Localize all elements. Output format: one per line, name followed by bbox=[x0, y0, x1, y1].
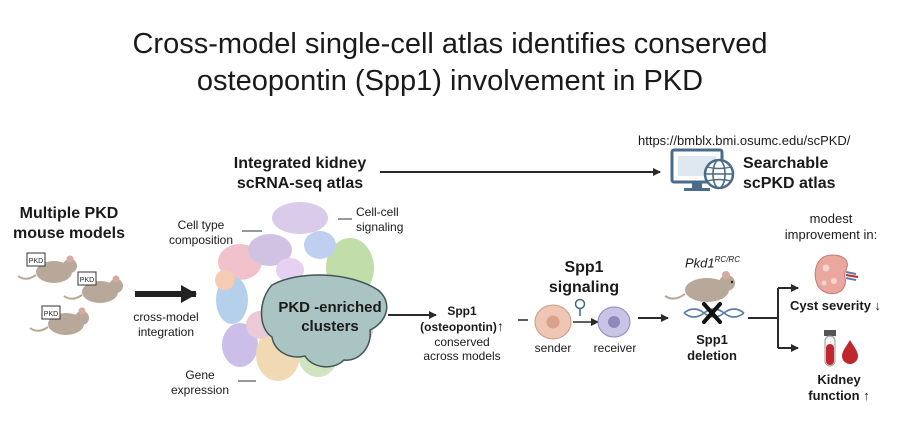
cell-cell-label: Cell-cell signaling bbox=[356, 205, 403, 235]
mouse-models-label: Multiple PKD mouse models bbox=[2, 204, 136, 244]
title-line-2: osteopontin (Spp1) involvement in PKD bbox=[196, 65, 704, 97]
globe-icon bbox=[703, 158, 735, 190]
pkd1-gene: Pkd1 bbox=[685, 255, 715, 271]
spp1-up-arrow: ↑ bbox=[496, 318, 504, 334]
mouse-tag-1: PKD bbox=[29, 258, 43, 265]
gene-expression-line-1: Gene bbox=[185, 368, 215, 382]
gene-expression-line-2: expression bbox=[170, 383, 230, 397]
integration-line-1: cross-model bbox=[133, 310, 199, 324]
cell-type-label: Cell type composition bbox=[160, 218, 242, 248]
spp1-deletion-label: Spp1 deletion bbox=[672, 332, 752, 364]
spp1-signaling-line-2: signaling bbox=[548, 279, 620, 296]
mouse-icon: PKD bbox=[63, 271, 123, 303]
searchable-atlas-label: Searchable scPKD atlas bbox=[743, 154, 836, 194]
cell-cell-line-2: signaling bbox=[356, 220, 404, 234]
mouse-tag-3: PKD bbox=[44, 311, 58, 318]
atlas-url[interactable]: https://bmblx.bmi.osumc.edu/scPKD/ bbox=[638, 133, 851, 148]
receiver-label: receiver bbox=[593, 341, 637, 355]
pkd-clusters-label: PKD -enriched clusters bbox=[270, 298, 390, 336]
cross-icon bbox=[702, 302, 722, 324]
kidney-function-label: Kidney function ↑ bbox=[794, 372, 884, 404]
mouse-icon bbox=[664, 271, 735, 302]
searchable-atlas-line-1: Searchable bbox=[743, 155, 829, 172]
spp1-line-3: conserved bbox=[434, 335, 490, 349]
spp1-conserved-label: Spp1 (osteopontin)↑ conserved across mod… bbox=[404, 304, 520, 363]
spp1-name: Spp1 bbox=[447, 304, 477, 318]
searchable-atlas-line-2: scPKD atlas bbox=[743, 175, 836, 192]
kidney-function-line-1: Kidney bbox=[817, 372, 861, 387]
integration-line-2: integration bbox=[137, 325, 195, 339]
kidney-icon bbox=[814, 254, 859, 295]
integrated-atlas-line-2: scRNA-seq atlas bbox=[236, 175, 364, 192]
mouse-models-line-1: Multiple PKD bbox=[19, 205, 119, 222]
improvement-line-2: improvement in: bbox=[784, 227, 878, 242]
mouse-icon: PKD bbox=[29, 305, 89, 335]
improvement-header: modest improvement in: bbox=[772, 211, 890, 243]
improvement-line-1: modest bbox=[809, 211, 853, 226]
spp1-alias: (osteopontin) bbox=[420, 320, 497, 334]
signal-molecule-icon bbox=[574, 298, 586, 316]
mouse-models-line-2: mouse models bbox=[12, 225, 126, 242]
spp1-deletion-line-1: Spp1 bbox=[696, 332, 728, 347]
spp1-line-4: across models bbox=[423, 349, 501, 363]
spp1-deletion-line-2: deletion bbox=[687, 348, 737, 363]
pkd1-superscript: RC/RC bbox=[714, 255, 740, 264]
cell-icon bbox=[534, 304, 572, 340]
integrated-atlas-line-1: Integrated kidney bbox=[233, 155, 367, 172]
gene-expression-label: Gene expression bbox=[160, 368, 240, 398]
cell-type-line-1: Cell type bbox=[177, 218, 225, 232]
pkd1-genotype-label: Pkd1RC/RC bbox=[685, 252, 740, 270]
spp1-signaling-line-1: Spp1 bbox=[564, 259, 604, 276]
cell-icon bbox=[597, 306, 631, 338]
sender-label: sender bbox=[534, 341, 572, 355]
blood-drop-icon bbox=[842, 340, 858, 364]
integrated-atlas-label: Integrated kidney scRNA-seq atlas bbox=[218, 154, 382, 194]
title-line-1: Cross-model single-cell atlas identifies… bbox=[132, 28, 768, 60]
page-title: Cross-model single-cell atlas identifies… bbox=[0, 26, 900, 100]
pkd-clusters-line-2: clusters bbox=[301, 318, 359, 335]
mouse-tag-2: PKD bbox=[80, 277, 94, 284]
pkd-enriched-cluster-shape bbox=[260, 274, 388, 368]
mouse-icon: PKD bbox=[17, 252, 77, 283]
kidney-function-line-2: function ↑ bbox=[808, 388, 870, 403]
cell-cell-line-1: Cell-cell bbox=[356, 205, 399, 219]
spp1-signaling-label: Spp1 signaling bbox=[534, 258, 634, 298]
integration-label: cross-model integration bbox=[118, 310, 214, 340]
cell-type-line-2: composition bbox=[168, 233, 234, 247]
blood-tube-icon bbox=[824, 330, 836, 367]
spp1-alias-line: (osteopontin)↑ bbox=[404, 319, 520, 335]
cyst-severity-label: Cyst severity ↓ bbox=[790, 298, 882, 313]
pkd-clusters-line-1: PKD -enriched bbox=[278, 299, 382, 316]
